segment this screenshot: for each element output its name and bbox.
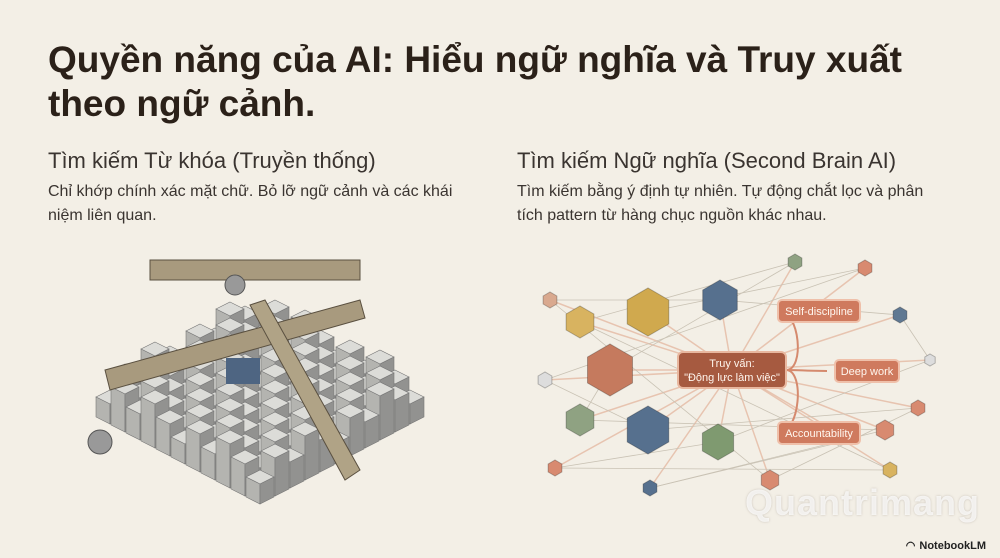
hexagon-node <box>857 259 873 277</box>
network-edge <box>579 321 891 471</box>
keyword-grid-illustration <box>87 259 425 505</box>
hexagon-node <box>875 419 895 441</box>
hexagon-node <box>626 287 670 337</box>
concept-node-deep-work: Deep work <box>834 359 900 383</box>
svg-text:Accountability: Accountability <box>785 428 853 440</box>
network-edge <box>647 267 866 313</box>
query-label: Truy vấn: <box>709 358 754 370</box>
concept-node-accountability: Accountability <box>777 421 861 445</box>
hexagon-node <box>537 371 553 389</box>
hexagon-node <box>924 353 936 367</box>
network-edge <box>554 467 891 471</box>
semantic-search-description: Tìm kiếm bằng ý định tự nhiên. Tự động c… <box>517 183 924 224</box>
hexagon-node <box>542 291 558 309</box>
svg-text:Self-discipline: Self-discipline <box>785 306 853 318</box>
notebooklm-brand: ◠ NotebookLM <box>905 539 986 553</box>
keyword-search-description: Chỉ khớp chính xác mặt chữ. Bỏ lỡ ngữ cả… <box>48 183 453 224</box>
hexagon-node <box>701 423 735 461</box>
keyword-search-heading: Tìm kiếm Từ khóa (Truyền thống) <box>48 148 376 173</box>
page-title: Quyền năng của AI: Hiểu ngữ nghĩa và Tru… <box>48 39 902 124</box>
hexagon-node <box>892 306 908 324</box>
ruler-diagonal <box>249 299 361 481</box>
hexagon-node <box>702 279 738 321</box>
watermark: Quantrimang <box>745 482 981 523</box>
ruler-top <box>149 259 361 281</box>
hexagon-node <box>587 343 633 397</box>
screw-knob <box>87 429 113 455</box>
network-edge <box>554 441 719 469</box>
hexagon-node <box>882 461 898 479</box>
hexagon-node <box>910 399 926 417</box>
query-text: "Động lực làm việc" <box>684 372 780 384</box>
network-edge <box>899 314 931 361</box>
svg-text:Deep work: Deep work <box>841 366 894 378</box>
hexagon-node <box>787 253 803 271</box>
hexagon-node <box>547 459 563 477</box>
highlighted-block <box>226 358 260 384</box>
hexagon-node <box>626 405 670 455</box>
clamp-knob <box>224 274 246 296</box>
concept-link <box>785 369 828 372</box>
hexagon-node <box>565 305 595 339</box>
network-edge <box>609 261 796 371</box>
notebooklm-logo-icon: ◠ <box>905 540 916 552</box>
semantic-search-heading: Tìm kiếm Ngữ nghĩa (Second Brain AI) <box>517 148 897 173</box>
concept-node-self-discipline: Self-discipline <box>777 299 861 323</box>
network-edge <box>579 261 796 323</box>
hexagon-node <box>565 403 595 437</box>
key-block <box>245 469 275 505</box>
query-node: Truy vấn: "Động lực làm việc" <box>677 351 787 389</box>
semantic-network-illustration: Truy vấn: "Động lực làm việc" Self-disci… <box>537 253 936 497</box>
hexagon-node <box>642 479 658 497</box>
hexagon-node <box>760 469 780 491</box>
